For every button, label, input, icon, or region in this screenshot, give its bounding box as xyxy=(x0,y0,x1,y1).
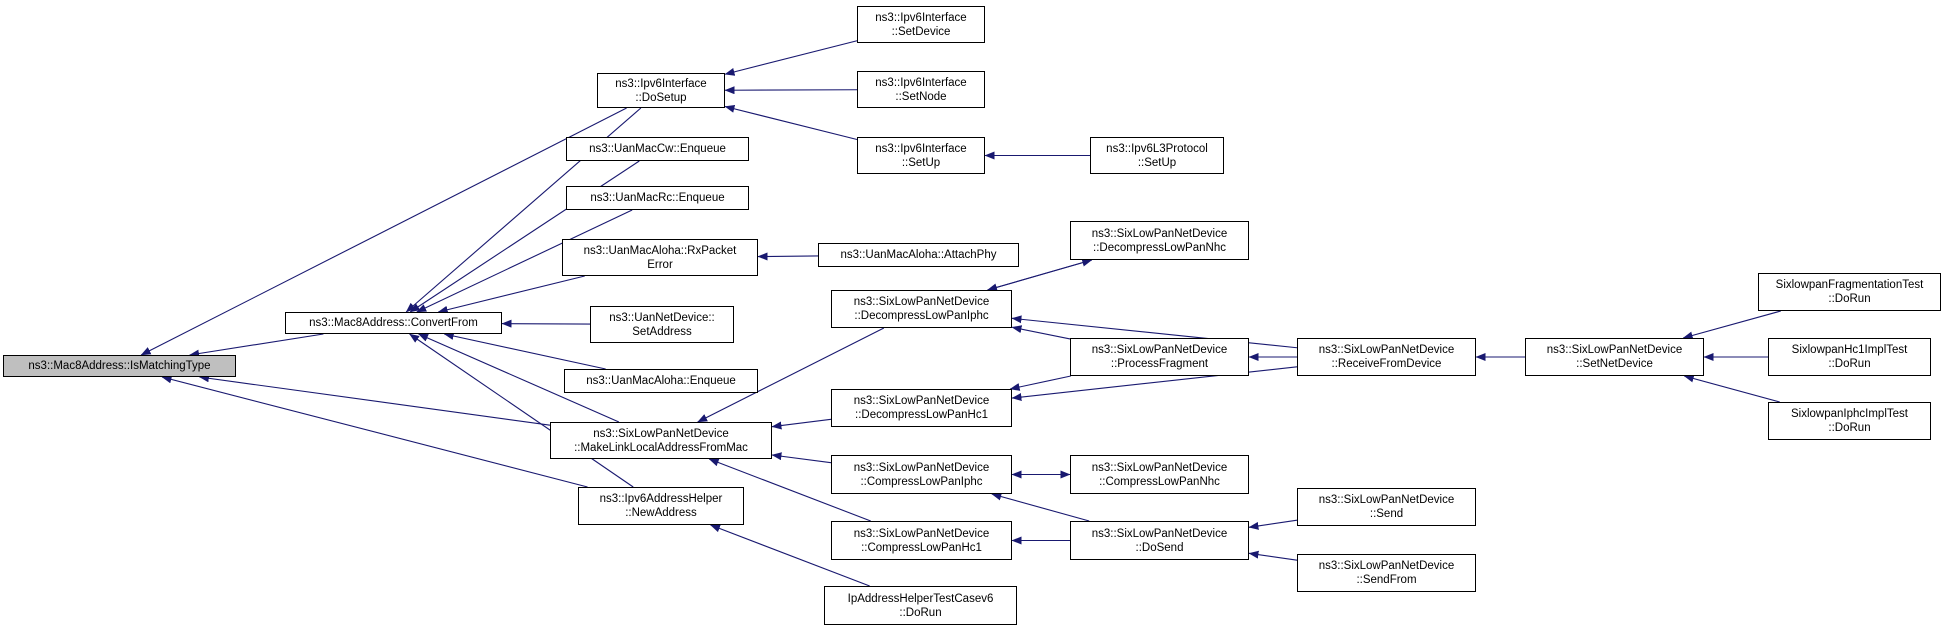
edge-attachphy-to-rxpacketerror xyxy=(757,252,819,261)
node-ipv6interface-setnode[interactable]: ns3::Ipv6Interface ::SetNode xyxy=(857,71,985,108)
node-uanmacrc-enqueue[interactable]: ns3::UanMacRc::Enqueue xyxy=(566,186,749,210)
edge-recvfromdev-to-decomphc1 xyxy=(1011,366,1298,402)
edge-rxpacketerror-to-convertfrom xyxy=(437,275,585,314)
node-sixlowpan-makelinklocaladdressfrommac[interactable]: ns3::SixLowPanNetDevice ::MakeLinkLocalA… xyxy=(550,422,772,459)
node-sixlowpan-decompresslowpannhc[interactable]: ns3::SixLowPanNetDevice ::DecompressLowP… xyxy=(1070,221,1249,260)
edge-iphctest-to-setnetdev xyxy=(1683,374,1780,403)
edge-sendfrom-to-dosend xyxy=(1248,550,1298,561)
node-ipv6addresshelper-newaddress[interactable]: ns3::Ipv6AddressHelper ::NewAddress xyxy=(578,487,744,525)
node-sixlowpan-dosend[interactable]: ns3::SixLowPanNetDevice ::DoSend xyxy=(1070,521,1249,560)
edge-uancw-to-convertfrom xyxy=(409,160,640,313)
edge-setnode-to-dosetup xyxy=(724,86,858,95)
node-sixlowpan-compresslowpannhc[interactable]: ns3::SixLowPanNetDevice ::CompressLowPan… xyxy=(1070,455,1249,494)
edge-convertfrom-to-root xyxy=(189,333,324,358)
node-sixlowpan-decompresslowpanhc1[interactable]: ns3::SixLowPanNetDevice ::DecompressLowP… xyxy=(831,389,1012,427)
edge-makelink-to-convertfrom xyxy=(418,333,620,423)
edge-alohaenq-to-convertfrom xyxy=(443,332,606,370)
edge-send-to-dosend xyxy=(1248,519,1298,530)
node-ipaddresshelpertestcasev6-dorun[interactable]: IpAddressHelperTestCasev6 ::DoRun xyxy=(824,586,1017,625)
node-sixlowpan-processfragment[interactable]: ns3::SixLowPanNetDevice ::ProcessFragmen… xyxy=(1070,338,1249,376)
edge-uanrc-to-convertfrom xyxy=(416,209,633,313)
edge-fragtest-to-setnetdev xyxy=(1682,310,1781,340)
node-ipv6interface-setup[interactable]: ns3::Ipv6Interface ::SetUp xyxy=(857,137,985,174)
edge-iphelpertest-to-newaddress xyxy=(710,524,870,587)
node-sixlowpan-send[interactable]: ns3::SixLowPanNetDevice ::Send xyxy=(1297,488,1476,526)
edge-compiphc-to-makelink xyxy=(771,452,832,464)
node-uanmacaloha-rxpacketerror[interactable]: ns3::UanMacAloha::RxPacket Error xyxy=(562,239,758,276)
node-sixlowpan-receivefromdevice[interactable]: ns3::SixLowPanNetDevice ::ReceiveFromDev… xyxy=(1297,338,1476,376)
node-uannetdevice-setaddress[interactable]: ns3::UanNetDevice:: SetAddress xyxy=(590,306,734,343)
edge-procfrag-to-decompiphc xyxy=(1011,325,1071,340)
node-sixlowpan-compresslowpanhc1[interactable]: ns3::SixLowPanNetDevice ::CompressLowPan… xyxy=(831,521,1012,560)
edge-decomphc1-to-makelink xyxy=(771,418,832,430)
node-ipv6interface-setdevice[interactable]: ns3::Ipv6Interface ::SetDevice xyxy=(857,6,985,43)
edge-newaddress-to-root xyxy=(161,375,588,488)
node-sixlowpanhc1impltest-dorun[interactable]: SixlowpanHc1ImplTest ::DoRun xyxy=(1768,338,1931,376)
edge-ipv6if_setup-to-dosetup xyxy=(724,104,858,141)
node-sixlowpan-sendfrom[interactable]: ns3::SixLowPanNetDevice ::SendFrom xyxy=(1297,554,1476,592)
edge-decompiphc-to-decompnhc xyxy=(987,258,1093,291)
node-sixlowpan-compresslowpaniphc[interactable]: ns3::SixLowPanNetDevice ::CompressLowPan… xyxy=(831,455,1012,494)
node-sixlowpan-decompresslowpaniphc[interactable]: ns3::SixLowPanNetDevice ::DecompressLowP… xyxy=(831,290,1012,328)
edge-makelink-to-root xyxy=(198,374,551,426)
node-ipv6l3protocol-setup[interactable]: ns3::Ipv6L3Protocol ::SetUp xyxy=(1090,137,1224,174)
node-sixlowpanfragmentationtest-dorun[interactable]: SixlowpanFragmentationTest ::DoRun xyxy=(1758,273,1941,311)
node-ipv6interface-dosetup[interactable]: ns3::Ipv6Interface ::DoSetup xyxy=(597,73,725,108)
node-mac8address-ismatchingtype: ns3::Mac8Address::IsMatchingType xyxy=(3,355,236,377)
node-uanmaccw-enqueue[interactable]: ns3::UanMacCw::Enqueue xyxy=(566,137,749,161)
edge-decompiphc-to-makelink xyxy=(697,327,885,423)
edge-recvfromdev-to-decompiphc xyxy=(1011,315,1298,349)
edge-comphc1-to-makelink xyxy=(708,458,871,522)
node-uanmacaloha-attachphy[interactable]: ns3::UanMacAloha::AttachPhy xyxy=(818,243,1019,267)
edge-dosetup-to-root xyxy=(140,107,627,356)
node-uanmacaloha-enqueue[interactable]: ns3::UanMacAloha::Enqueue xyxy=(564,369,758,393)
node-mac8address-convertfrom[interactable]: ns3::Mac8Address::ConvertFrom xyxy=(285,312,502,334)
edge-dosend-to-compiphc xyxy=(991,492,1090,522)
edge-procfrag-to-decomphc1 xyxy=(1009,375,1071,391)
edge-newaddress-to-convertfrom xyxy=(409,333,634,488)
edge-setdevice-to-dosetup xyxy=(724,40,858,76)
node-sixlowpan-setnetdevice[interactable]: ns3::SixLowPanNetDevice ::SetNetDevice xyxy=(1525,338,1704,376)
node-sixlowpaniphcimpltest-dorun[interactable]: SixlowpanIphcImplTest ::DoRun xyxy=(1768,402,1931,440)
